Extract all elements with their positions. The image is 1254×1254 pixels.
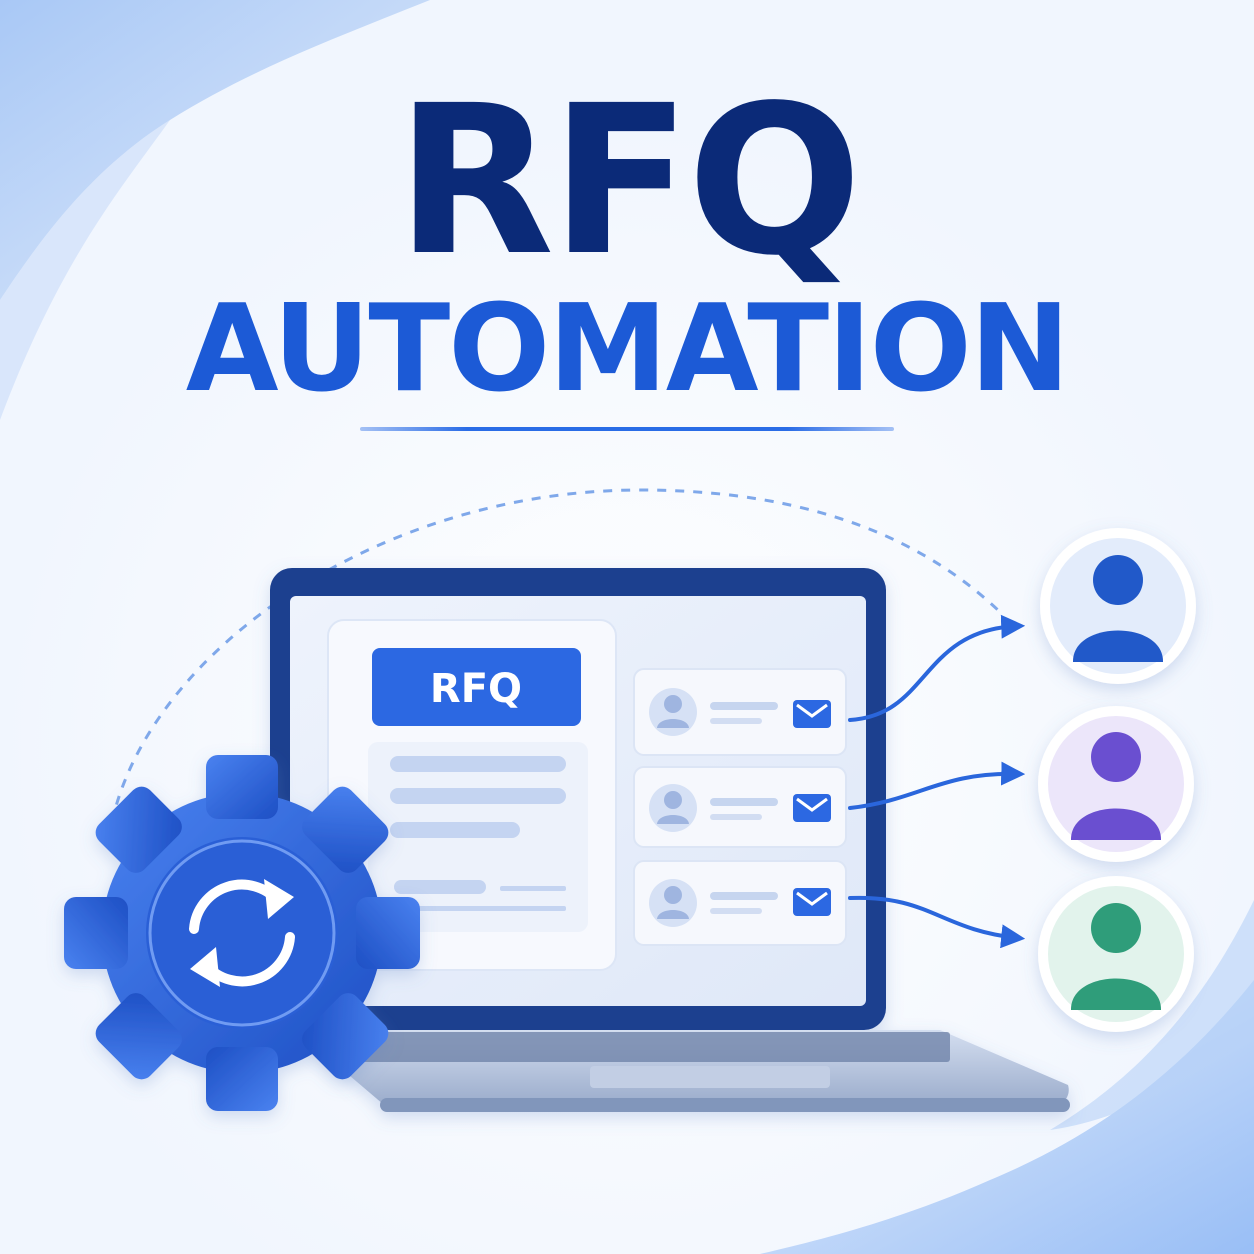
arrow-to-recipient-1 <box>848 614 1026 722</box>
user-icon <box>1070 732 1162 840</box>
recipient-avatar-2 <box>1038 706 1194 862</box>
gear-icon <box>64 755 420 1111</box>
send-arrows <box>848 614 1026 949</box>
keyboard <box>350 1032 950 1062</box>
page-subtitle: AUTOMATION <box>185 280 1070 419</box>
rfq-badge <box>372 648 581 726</box>
recipient-avatar-1 <box>1040 528 1196 684</box>
page-title: RFQ <box>395 61 862 301</box>
rfq-document: RFQ <box>327 619 617 971</box>
user-avatar-icon <box>649 879 697 927</box>
arrow-to-recipient-2 <box>848 761 1026 810</box>
list-item <box>633 668 847 756</box>
list-item <box>633 860 847 946</box>
title-divider <box>360 427 894 431</box>
user-icon <box>1072 555 1164 662</box>
user-avatar-icon <box>649 784 697 832</box>
envelope-icon <box>793 700 831 728</box>
dashed-flow-arc <box>110 488 1002 823</box>
arrow-to-recipient-3 <box>848 895 1026 949</box>
rfq-badge-label: RFQ <box>430 666 522 712</box>
vendor-list <box>633 668 847 946</box>
trackpad <box>590 1066 830 1088</box>
recipient-avatar-3 <box>1038 876 1194 1032</box>
user-avatar-icon <box>649 688 697 736</box>
user-icon <box>1070 903 1162 1010</box>
envelope-icon <box>793 794 831 822</box>
envelope-icon <box>793 888 831 916</box>
list-item <box>633 766 847 848</box>
